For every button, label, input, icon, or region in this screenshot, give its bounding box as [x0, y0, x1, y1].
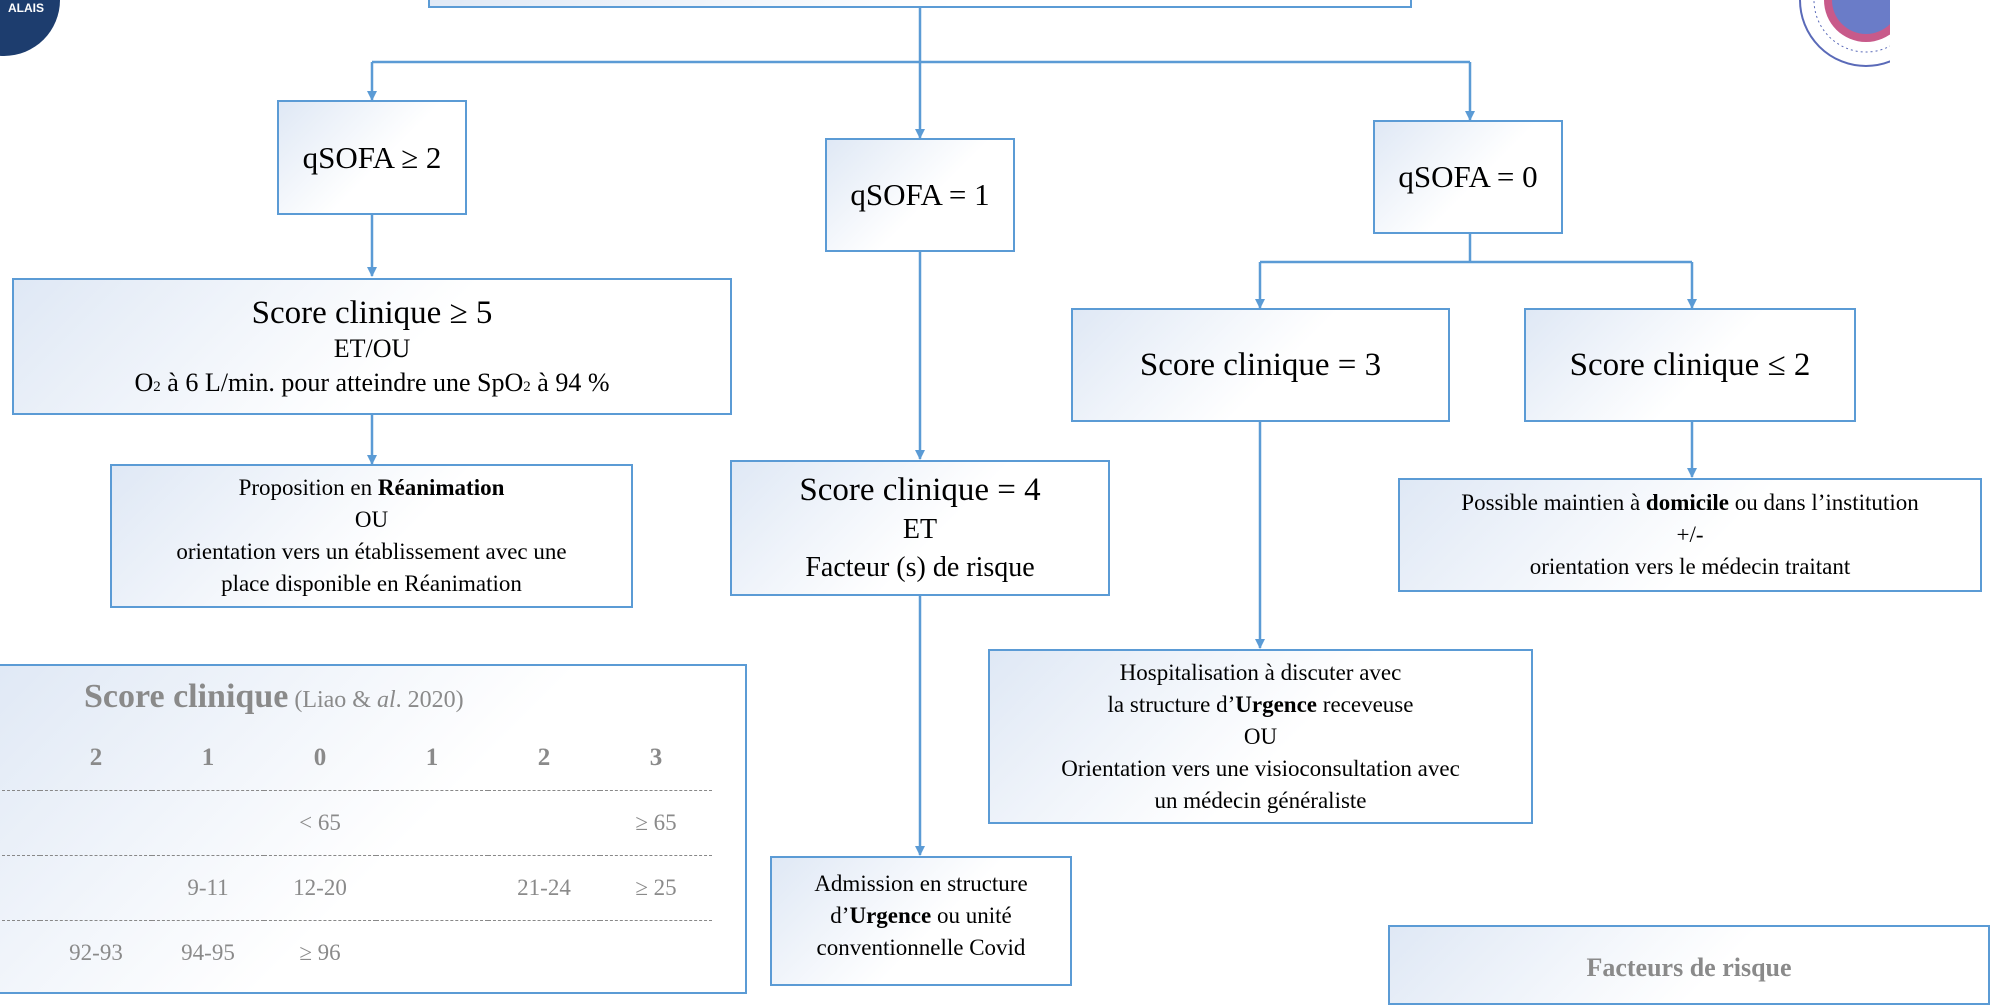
qsofa-eq1-label: qSOFA = 1 — [850, 177, 990, 212]
score-eq4-title: Score clinique = 4 — [799, 472, 1041, 508]
score-table-cell: < 65 — [264, 790, 376, 856]
score-table-cell — [600, 920, 712, 985]
qsofa-ge2-label: qSOFA ≥ 2 — [302, 139, 442, 175]
score-table-label-cell — [2, 855, 40, 921]
score-table-cell: 21-24 — [488, 855, 600, 921]
score-table-header-row: 2 1 0 1 2 3 — [2, 726, 712, 791]
score-table-header-cell: 1 — [425, 744, 439, 771]
score-table-cell — [40, 855, 152, 921]
reanimation-line1: Proposition en Réanimation — [238, 475, 505, 500]
score-table-cell — [376, 790, 488, 856]
score-table-cell: 12-20 — [264, 855, 376, 921]
reanimation-box: Proposition en Réanimation OU orientatio… — [110, 464, 633, 608]
score-table-heading: Score clinique (Liao & al. 2020) — [84, 678, 464, 715]
reanimation-line2: OU — [354, 507, 389, 532]
score-table-cell — [488, 790, 600, 856]
hospitalisation-line2: la structure d’Urgence receveuse — [1107, 691, 1414, 717]
score-eq3-label: Score clinique = 3 — [1139, 346, 1382, 383]
score-le2-box: Score clinique ≤ 2 — [1524, 308, 1856, 422]
score-le2-label: Score clinique ≤ 2 — [1569, 346, 1811, 383]
score-table-cell — [488, 920, 600, 985]
top-root-box — [428, 0, 1412, 8]
hospitalisation-line1: Hospitalisation à discuter avec — [1119, 659, 1402, 685]
score-table-label-cell — [2, 920, 40, 985]
flowchart-connectors — [367, 8, 1697, 856]
score-ge5-box: Score clinique ≥ 5 ET/OU O2 à 6 L/min. p… — [12, 278, 732, 415]
score-ge5-title: Score clinique ≥ 5 — [251, 295, 493, 331]
hospitalisation-line4: Orientation vers une visioconsultation a… — [1061, 755, 1460, 781]
domicile-box: Possible maintien à domicile ou dans l’i… — [1398, 478, 1982, 592]
domicile-line3: orientation vers le médecin traitant — [1529, 554, 1851, 579]
qsofa-ge2-box: qSOFA ≥ 2 — [277, 100, 467, 215]
score-table-cell: 92-93 — [40, 920, 152, 985]
score-table-header-cell: 3 — [649, 744, 663, 771]
score-table-cell: ≥ 96 — [264, 920, 376, 985]
domicile-line2: +/- — [1676, 522, 1704, 547]
qsofa-eq0-box: qSOFA = 0 — [1373, 120, 1563, 234]
score-eq4-risk-factors: Facteur (s) de risque — [805, 552, 1035, 583]
score-table-cell — [40, 790, 152, 856]
score-table-label-cell — [2, 726, 40, 791]
score-table-header-cell: 1 — [201, 744, 215, 771]
score-table-cell — [152, 790, 264, 856]
score-table-cell: ≥ 25 — [600, 855, 712, 921]
score-clinique-panel: Score clinique (Liao & al. 2020) 2 1 0 1 2 3 <… — [0, 664, 747, 994]
score-table-cell — [376, 855, 488, 921]
score-table-header-cell: 2 — [537, 744, 551, 771]
score-ge5-oxygen-criterion: O2 à 6 L/min. pour atteindre une SpO2 à … — [134, 368, 610, 397]
score-eq4-box: Score clinique = 4 ET Facteur (s) de ris… — [730, 460, 1110, 596]
score-table-header-cell: 0 — [313, 744, 327, 771]
admission-line3: conventionnelle Covid — [816, 935, 1026, 960]
hospital-seal-icon — [1799, 0, 1890, 67]
domicile-line1: Possible maintien à domicile ou dans l’i… — [1461, 490, 1919, 515]
reanimation-line4: place disponible en Réanimation — [221, 571, 522, 596]
risk-factors-title: Facteurs de risque — [1586, 953, 1792, 982]
score-eq3-box: Score clinique = 3 — [1071, 308, 1450, 422]
score-table-label-cell — [2, 790, 40, 856]
score-table-cell — [376, 920, 488, 985]
reanimation-line3: orientation vers un établissement avec u… — [176, 539, 567, 564]
institution-logo-left: ALAIS — [0, 0, 60, 56]
score-table-header-cell: 2 — [89, 744, 103, 771]
hospitalisation-box: Hospitalisation à discuter avec la struc… — [988, 649, 1533, 824]
score-table-cell: 94-95 — [152, 920, 264, 985]
hospitalisation-line3: OU — [1243, 723, 1278, 749]
score-table-cell: ≥ 65 — [600, 790, 712, 856]
score-table-cell: 9-11 — [152, 855, 264, 921]
logo-left-text: ALAIS — [8, 1, 44, 15]
hospitalisation-line5: un médecin généraliste — [1154, 787, 1367, 813]
admission-line2: d’Urgence ou unité — [830, 903, 1012, 928]
qsofa-eq0-label: qSOFA = 0 — [1398, 159, 1538, 194]
risk-factors-box: Facteurs de risque — [1388, 925, 1990, 1005]
qsofa-eq1-box: qSOFA = 1 — [825, 138, 1015, 252]
score-table-row: < 65 ≥ 65 — [2, 790, 712, 856]
score-ge5-etou: ET/OU — [333, 334, 411, 363]
admission-line1: Admission en structure — [814, 871, 1028, 896]
admission-box: Admission en structure d’Urgence ou unit… — [770, 856, 1072, 986]
score-eq4-et: ET — [902, 514, 938, 545]
